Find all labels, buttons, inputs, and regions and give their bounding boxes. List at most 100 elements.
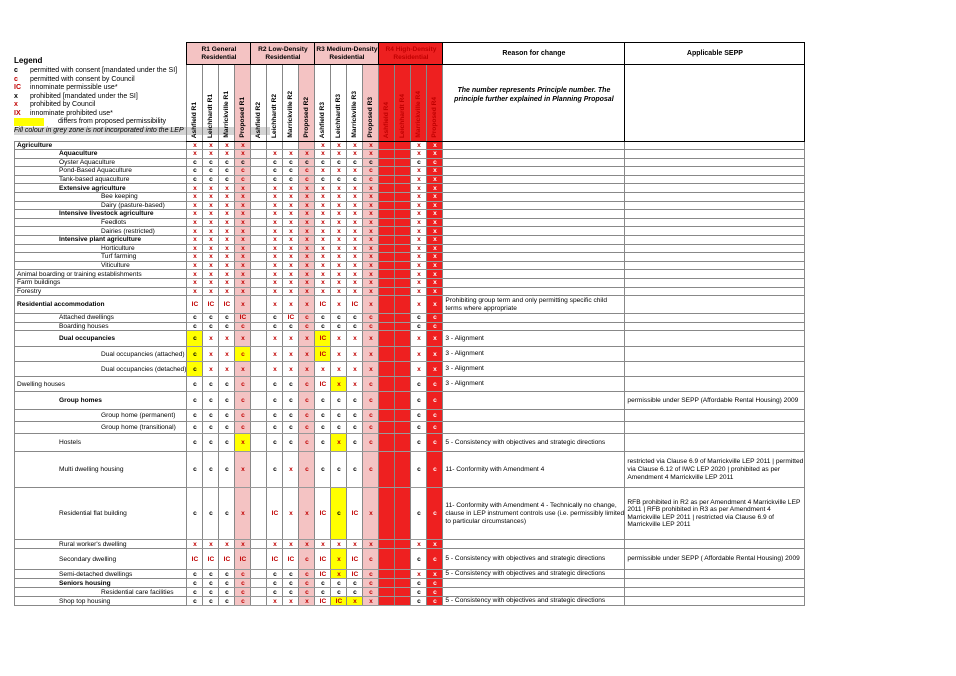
- permissibility-cell: x: [346, 278, 364, 288]
- permissibility-cell: c: [330, 391, 348, 411]
- permissibility-cell: x: [282, 252, 300, 262]
- permissibility-cell: [394, 158, 412, 168]
- permissibility-cell: x: [362, 269, 380, 279]
- permissibility-cell: c: [266, 322, 284, 332]
- permissibility-cell: x: [314, 166, 332, 176]
- zone-column-header: Leichhardt R1: [202, 64, 220, 142]
- applicable-sepp: [624, 234, 806, 245]
- permissibility-cell: x: [410, 330, 428, 348]
- permissibility-cell: [378, 269, 396, 279]
- permissibility-cell: x: [362, 252, 380, 262]
- permissibility-cell: x: [298, 596, 316, 607]
- permissibility-cell: x: [298, 209, 316, 219]
- permissibility-cell: x: [314, 201, 332, 211]
- permissibility-cell: x: [410, 346, 428, 363]
- permissibility-cell: x: [362, 287, 380, 297]
- permissibility-cell: x: [186, 261, 204, 271]
- permissibility-cell: IC: [186, 548, 204, 571]
- permissibility-cell: [378, 166, 396, 176]
- permissibility-cell: x: [282, 261, 300, 271]
- reason-for-change: [442, 191, 626, 202]
- permissibility-cell: c: [266, 587, 284, 598]
- permissibility-cell: [394, 278, 412, 288]
- permissibility-cell: c: [346, 175, 364, 185]
- applicable-sepp: [624, 569, 806, 580]
- permissibility-cell: x: [426, 569, 444, 580]
- permissibility-cell: c: [314, 587, 332, 598]
- permissibility-cell: [250, 278, 268, 288]
- permissibility-cell: c: [298, 569, 316, 580]
- permissibility-cell: [250, 252, 268, 262]
- permissibility-cell: x: [362, 278, 380, 288]
- permissibility-cell: x: [426, 141, 444, 150]
- permissibility-cell: x: [426, 201, 444, 211]
- permissibility-cell: [394, 569, 412, 580]
- permissibility-cell: c: [410, 376, 428, 393]
- applicable-sepp: [624, 209, 806, 219]
- permissibility-cell: c: [202, 322, 220, 332]
- permissibility-cell: x: [298, 201, 316, 211]
- permissibility-cell: x: [330, 361, 348, 378]
- permissibility-cell: [250, 269, 268, 279]
- permissibility-cell: c: [234, 158, 252, 168]
- permissibility-cell: [394, 235, 412, 245]
- permissibility-cell: c: [362, 421, 380, 435]
- permissibility-cell: [378, 421, 396, 435]
- permissibility-cell: c: [234, 166, 252, 176]
- permissibility-cell: x: [410, 287, 428, 297]
- permissibility-cell: [394, 596, 412, 607]
- land-use-label: Group home (transitional): [13, 421, 188, 435]
- permissibility-cell: [394, 421, 412, 435]
- permissibility-cell: x: [410, 141, 428, 150]
- permissibility-cell: c: [410, 158, 428, 168]
- permissibility-cell: x: [266, 261, 284, 271]
- permissibility-cell: x: [202, 235, 220, 245]
- permissibility-cell: x: [410, 539, 428, 550]
- permissibility-cell: c: [218, 313, 236, 323]
- legend-symbol: c: [14, 75, 18, 83]
- permissibility-cell: c: [362, 548, 380, 571]
- permissibility-cell: c: [298, 433, 316, 453]
- permissibility-cell: x: [426, 361, 444, 378]
- permissibility-cell: [378, 201, 396, 211]
- permissibility-cell: c: [186, 587, 204, 598]
- permissibility-cell: x: [362, 295, 380, 315]
- permissibility-cell: x: [202, 244, 220, 254]
- permissibility-cell: c: [202, 596, 220, 607]
- permissibility-cell: [250, 376, 268, 393]
- permissibility-cell: IC: [314, 487, 332, 541]
- land-use-label: Rural worker's dwelling: [13, 539, 188, 550]
- permissibility-cell: x: [282, 487, 300, 541]
- permissibility-cell: [378, 235, 396, 245]
- permissibility-cell: [378, 218, 396, 228]
- land-use-label: Aquaculture: [13, 149, 188, 159]
- permissibility-cell: x: [314, 287, 332, 297]
- zone-column-label: Ashfield R2: [255, 101, 263, 138]
- permissibility-cell: IC: [266, 548, 284, 571]
- permissibility-cell: x: [282, 226, 300, 236]
- permissibility-cell: x: [202, 149, 220, 159]
- permissibility-cell: x: [410, 252, 428, 262]
- zone-column-header: Ashfield R1: [186, 64, 204, 142]
- permissibility-cell: [266, 141, 284, 150]
- permissibility-cell: [250, 330, 268, 348]
- permissibility-cell: c: [266, 451, 284, 489]
- zone-column-label: Proposed R4: [431, 97, 439, 138]
- permissibility-cell: c: [410, 433, 428, 453]
- land-use-label: Extensive agriculture: [13, 183, 188, 193]
- permissibility-cell: x: [426, 287, 444, 297]
- permissibility-cell: x: [346, 149, 364, 159]
- permissibility-cell: x: [362, 141, 380, 150]
- permissibility-cell: IC: [346, 487, 364, 541]
- applicable-sepp: permissible under SEPP ( Affordable Rent…: [624, 548, 806, 571]
- permissibility-cell: [378, 487, 396, 541]
- applicable-sepp: [624, 321, 806, 332]
- permissibility-cell: [250, 361, 268, 378]
